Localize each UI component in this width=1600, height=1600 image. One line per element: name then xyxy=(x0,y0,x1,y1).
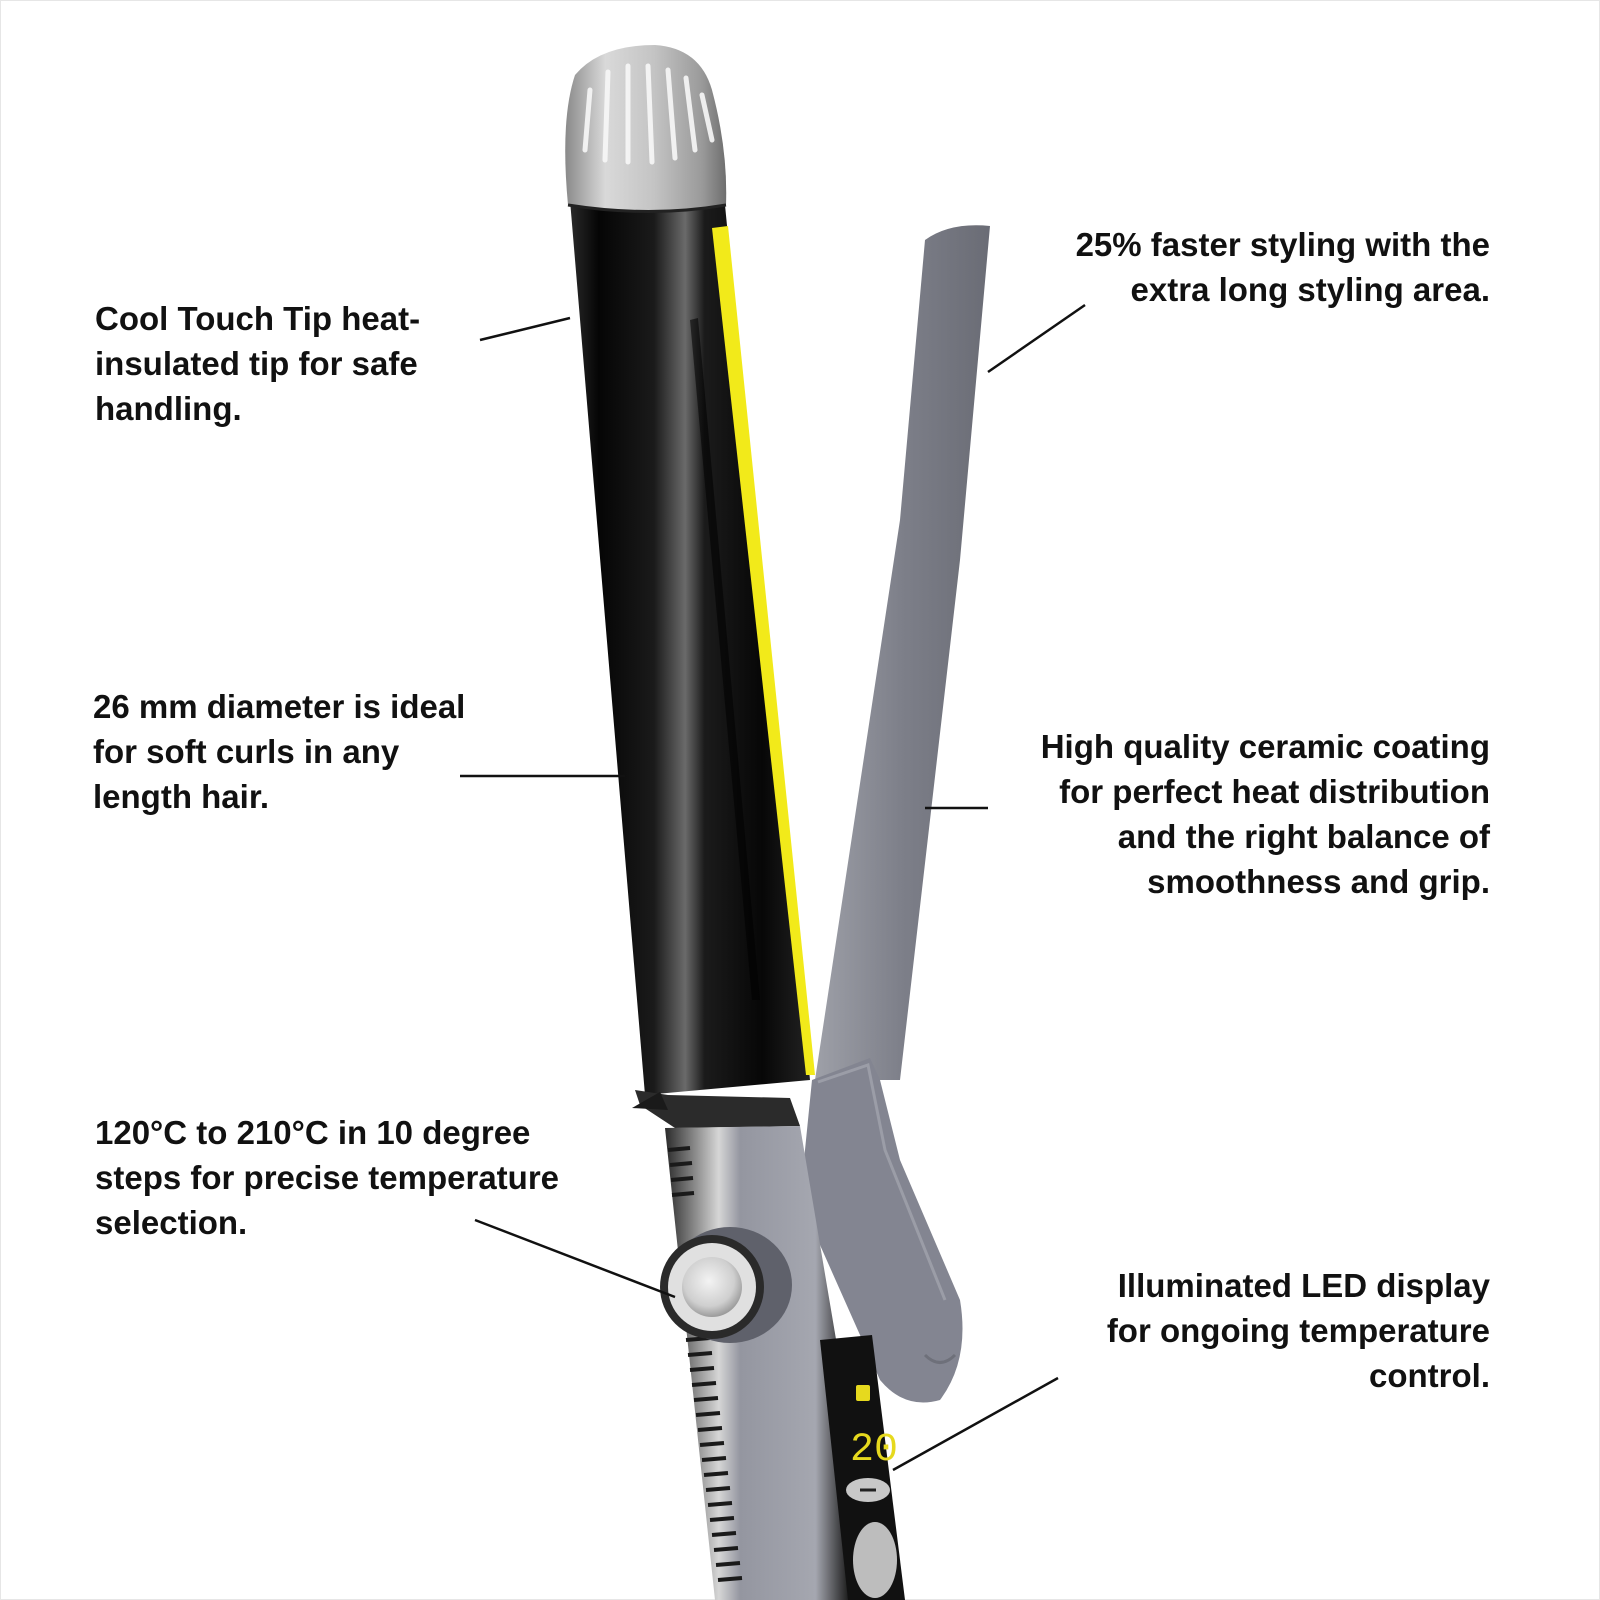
leader-led-display xyxy=(892,1376,1059,1472)
callout-faster-styling: 25% faster styling with the extra long s… xyxy=(1075,226,1490,308)
plus-button[interactable] xyxy=(853,1522,897,1598)
cool-touch-tip xyxy=(565,45,727,213)
callout-ceramic-coating: High quality ceramic coating for perfect… xyxy=(1040,728,1490,900)
callout-cool-touch-tip: Cool Touch Tip heat- insulated tip for s… xyxy=(95,300,421,427)
callout-led-display: Illuminated LED display for ongoing temp… xyxy=(1106,1267,1490,1394)
swivel-dial[interactable] xyxy=(660,1227,792,1343)
lock-icon xyxy=(856,1385,870,1401)
leader-lines xyxy=(460,303,1086,1472)
leader-cool-touch-tip xyxy=(479,316,571,342)
grip-ridges xyxy=(667,1146,743,1582)
clamp xyxy=(800,225,990,1403)
callout-temperature-range: 120°C to 210°C in 10 degree steps for pr… xyxy=(95,1114,560,1241)
leader-temperature-range xyxy=(474,1218,676,1299)
temperature-display: 20 xyxy=(850,1428,898,1473)
leader-faster-styling xyxy=(987,303,1086,374)
tip-ridges xyxy=(582,63,715,165)
barrel xyxy=(570,200,815,1095)
yellow-stripe xyxy=(712,226,815,1075)
collar xyxy=(632,1090,800,1128)
callout-diameter: 26 mm diameter is ideal for soft curls i… xyxy=(93,688,466,815)
